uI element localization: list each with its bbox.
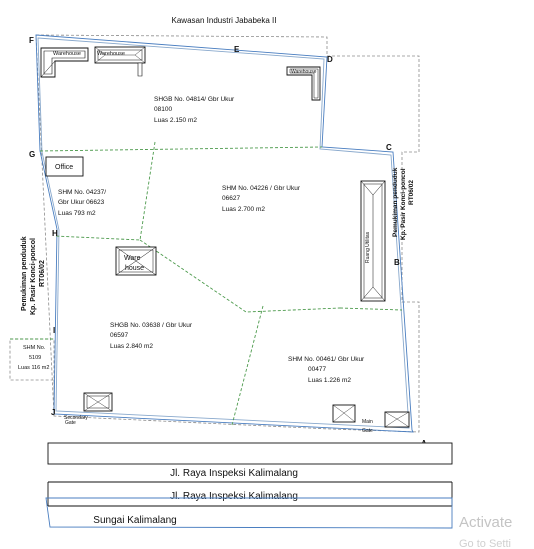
office-label: Office xyxy=(55,164,73,171)
svg-text:06627: 06627 xyxy=(222,195,240,202)
warehouse-1-label: Warehouse xyxy=(53,51,81,57)
svg-text:Luas 2.840 m2: Luas 2.840 m2 xyxy=(110,343,153,350)
svg-text:Luas 116 m2: Luas 116 m2 xyxy=(18,365,49,371)
point-H: H xyxy=(52,229,58,238)
svg-text:Kp. Pasir Konci-poncol: Kp. Pasir Konci-poncol xyxy=(400,168,407,240)
point-I: I xyxy=(53,326,55,335)
point-G: G xyxy=(29,150,35,159)
main-gate-label-1: Main xyxy=(362,419,373,425)
svg-text:Luas 1.226 m2: Luas 1.226 m2 xyxy=(308,377,351,384)
svg-text:Kp. Pasir Konci-poncol: Kp. Pasir Konci-poncol xyxy=(30,238,37,315)
watermark-line-1: Activate xyxy=(459,514,512,531)
svg-text:Pemukiman penduduk: Pemukiman penduduk xyxy=(21,236,28,311)
watermark-line-2: Go to Setti xyxy=(459,538,511,549)
svg-text:Pemukiman penduduk: Pemukiman penduduk xyxy=(392,167,399,237)
svg-text:SHM No.: SHM No. xyxy=(23,345,46,351)
warehouse-3-label: Warehouse xyxy=(291,69,317,75)
ruang-utilitas-label: Ruang Utilitas xyxy=(365,231,371,263)
parcel-p4: SHGB No. 03638 / Gbr Ukur 06597 Luas 2.8… xyxy=(110,322,193,350)
svg-text:Luas 793 m2: Luas 793 m2 xyxy=(58,210,96,217)
main-outline xyxy=(35,34,414,433)
svg-text:RT06/02: RT06/02 xyxy=(408,180,415,205)
point-D: D xyxy=(327,55,333,64)
left-side-label: Pemukiman penduduk Kp. Pasir Konci-ponco… xyxy=(21,236,46,315)
svg-text:00477: 00477 xyxy=(308,366,326,373)
point-J: J xyxy=(51,408,55,417)
point-C: C xyxy=(386,143,392,152)
point-E: E xyxy=(234,45,240,54)
svg-text:Jl. Raya Inspeksi Kalimalang: Jl. Raya Inspeksi Kalimalang xyxy=(170,491,298,502)
svg-text:RT06/02: RT06/02 xyxy=(39,260,46,287)
parcel-p6: SHM No. 5109 Luas 116 m2 xyxy=(18,345,49,371)
svg-text:Luas 2.700 m2: Luas 2.700 m2 xyxy=(222,206,265,213)
svg-text:Jl. Raya Inspeksi Kalimalang: Jl. Raya Inspeksi Kalimalang xyxy=(170,468,298,479)
warehouse-2-label: Warehouse xyxy=(97,51,125,57)
parcel-lines xyxy=(10,141,403,426)
house-label: house xyxy=(125,265,144,272)
warehouse-1: Warehouse xyxy=(40,47,89,78)
parcel-p3: SHM No. 04226 / Gbr Ukur 06627 Luas 2.70… xyxy=(222,185,301,213)
secondary-gate-label-2: Gate xyxy=(65,420,76,426)
site-boundary xyxy=(9,34,420,433)
svg-text:SHM No. 04237/: SHM No. 04237/ xyxy=(58,189,106,196)
road-2: Jl. Raya Inspeksi Kalimalang xyxy=(47,481,453,507)
map-title: Kawasan Industri Jababeka II xyxy=(172,16,277,25)
parcel-p2: SHM No. 04237/ Gbr Ukur 06623 Luas 793 m… xyxy=(58,189,106,217)
svg-text:Luas 2.150 m2: Luas 2.150 m2 xyxy=(154,117,197,124)
warehouse-3: Warehouse xyxy=(286,66,321,101)
warehouse-center: Ware house xyxy=(115,246,157,276)
svg-text:SHM No. 00461/ Gbr Ukur: SHM No. 00461/ Gbr Ukur xyxy=(288,356,365,363)
svg-text:SHGB No. 04814/ Gbr Ukur: SHGB No. 04814/ Gbr Ukur xyxy=(154,96,235,103)
main-gate-post-1 xyxy=(332,404,356,423)
ware-label: Ware xyxy=(124,255,141,262)
point-B: B xyxy=(394,258,400,267)
river: Sungai Kalimalang xyxy=(45,497,453,529)
svg-text:SHM No. 04226 / Gbr Ukur: SHM No. 04226 / Gbr Ukur xyxy=(222,185,301,192)
svg-text:Gbr Ukur 06623: Gbr Ukur 06623 xyxy=(58,199,105,206)
svg-text:06597: 06597 xyxy=(110,332,128,339)
svg-text:SHGB No. 03638 / Gbr Ukur: SHGB No. 03638 / Gbr Ukur xyxy=(110,322,193,329)
right-side-label: Pemukiman penduduk Kp. Pasir Konci-ponco… xyxy=(392,167,415,240)
secondary-gate-post xyxy=(83,392,113,412)
secondary-gate-label-1: Secondary xyxy=(64,415,88,421)
svg-text:Sungai Kalimalang: Sungai Kalimalang xyxy=(93,515,176,526)
office-building: Office xyxy=(45,156,84,177)
warehouse-2: Warehouse xyxy=(94,46,146,77)
road-1: Jl. Raya Inspeksi Kalimalang xyxy=(47,442,453,479)
svg-text:5109: 5109 xyxy=(29,355,41,361)
svg-text:08100: 08100 xyxy=(154,106,172,113)
main-gate-post-2 xyxy=(384,411,410,428)
ruang-utilitas: Ruang Utilitas xyxy=(360,180,386,302)
parcel-p1: SHGB No. 04814/ Gbr Ukur 08100 Luas 2.15… xyxy=(154,96,235,124)
main-gate-label-2: Gate xyxy=(362,428,373,434)
parcel-p5: SHM No. 00461/ Gbr Ukur 00477 Luas 1.226… xyxy=(288,356,365,384)
point-F: F xyxy=(29,36,34,45)
